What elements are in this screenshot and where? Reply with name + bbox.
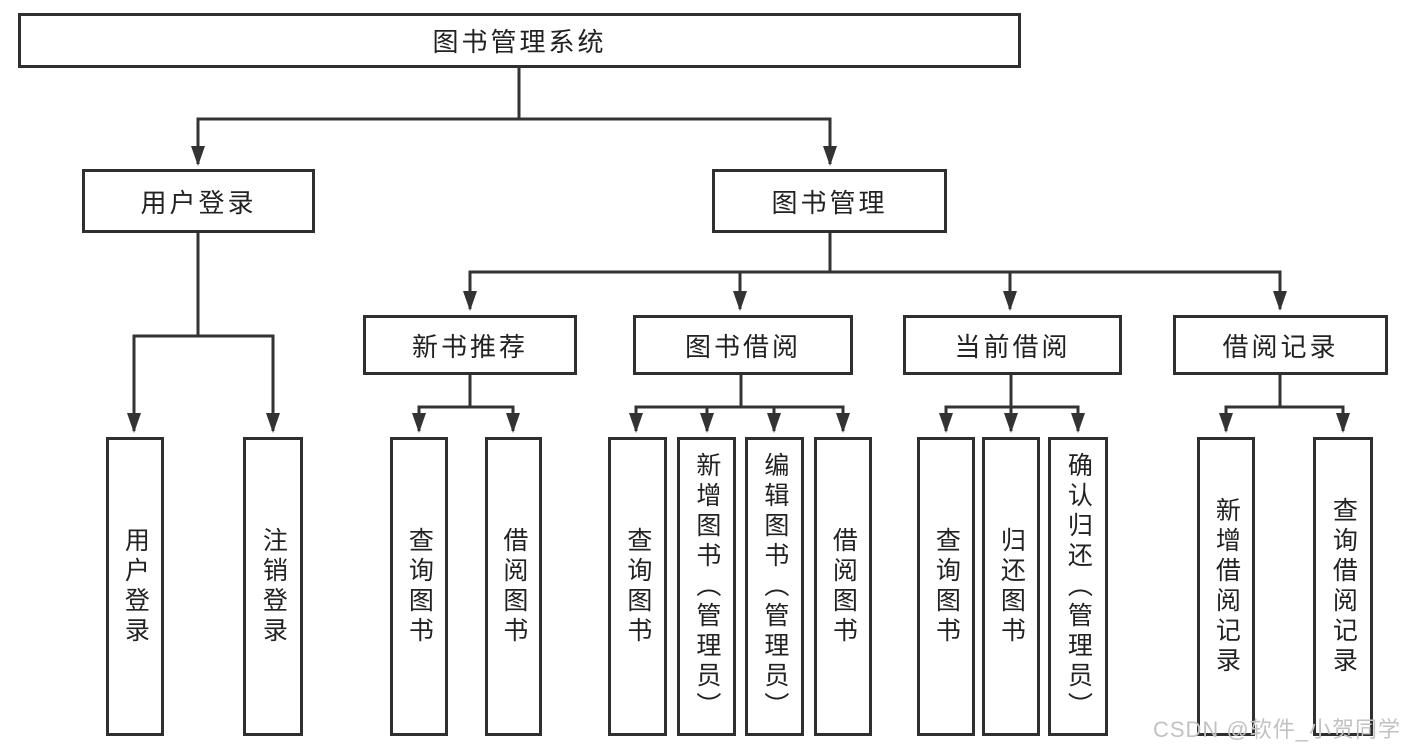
leaf-borrow-add-book-admin: 新增图书（管理员）: [677, 437, 736, 736]
edge-group-book-management: [463, 233, 1287, 311]
node-user-login: 用户登录: [82, 169, 315, 233]
leaf-current-query-book-label: 查询图书: [932, 526, 961, 647]
edge-group-user-login: [127, 233, 280, 433]
leaf-borrow-borrow-book-label: 借阅图书: [829, 526, 858, 647]
leaf-borrow-edit-book-admin-label: 编辑图书（管理员）: [760, 451, 789, 722]
leaf-recommend-query-book: 查询图书: [390, 437, 448, 736]
leaf-borrow-add-book-admin-label: 新增图书（管理员）: [692, 451, 721, 722]
leaf-records-query-record: 查询借阅记录: [1313, 437, 1373, 736]
node-new-book-recommend: 新书推荐: [363, 315, 577, 375]
leaf-current-return-book-label: 归还图书: [997, 526, 1026, 647]
leaf-current-confirm-return-admin-label: 确认归还（管理员）: [1064, 451, 1093, 722]
node-root-system: 图书管理系统: [18, 13, 1021, 68]
edge-group-borrow-records: [1219, 375, 1350, 433]
edge-group-current-borrow: [939, 375, 1085, 433]
node-book-borrow: 图书借阅: [633, 315, 853, 375]
edge-group-new-book-recommend: [412, 375, 520, 433]
leaf-recommend-query-book-label: 查询图书: [405, 526, 434, 647]
node-root-system-label: 图书管理系统: [432, 27, 607, 57]
leaf-records-query-record-label: 查询借阅记录: [1329, 496, 1358, 677]
leaf-current-return-book: 归还图书: [982, 437, 1040, 736]
csdn-watermark: CSDN @软件_小贺同学: [1152, 717, 1401, 742]
leaf-recommend-borrow-book: 借阅图书: [485, 437, 542, 736]
leaf-borrow-query-book-label: 查询图书: [623, 526, 652, 647]
node-current-borrow: 当前借阅: [903, 315, 1122, 375]
node-current-borrow-label: 当前借阅: [954, 331, 1071, 362]
leaf-borrow-edit-book-admin: 编辑图书（管理员）: [745, 437, 804, 736]
leaf-current-query-book: 查询图书: [917, 437, 975, 736]
leaf-recommend-borrow-book-label: 借阅图书: [499, 526, 528, 647]
edge-group-book-borrow: [629, 375, 850, 433]
node-user-login-label: 用户登录: [140, 187, 257, 218]
leaf-records-add-record-label: 新增借阅记录: [1212, 496, 1241, 677]
leaf-user-login-label: 用户登录: [121, 526, 150, 647]
edge-group-root: [191, 68, 837, 166]
leaf-records-add-record: 新增借阅记录: [1197, 437, 1255, 736]
node-book-management-label: 图书管理: [771, 187, 888, 218]
leaf-logout-login-label: 注销登录: [259, 526, 288, 647]
node-new-book-recommend-label: 新书推荐: [411, 331, 528, 362]
node-book-management: 图书管理: [712, 169, 947, 233]
leaf-logout-login: 注销登录: [243, 437, 303, 736]
node-book-borrow-label: 图书借阅: [684, 331, 801, 362]
leaf-borrow-borrow-book: 借阅图书: [814, 437, 872, 736]
leaf-current-confirm-return-admin: 确认归还（管理员）: [1048, 437, 1108, 736]
node-borrow-records: 借阅记录: [1173, 315, 1388, 375]
node-borrow-records-label: 借阅记录: [1222, 331, 1339, 362]
leaf-borrow-query-book: 查询图书: [608, 437, 667, 736]
leaf-user-login: 用户登录: [106, 437, 164, 736]
